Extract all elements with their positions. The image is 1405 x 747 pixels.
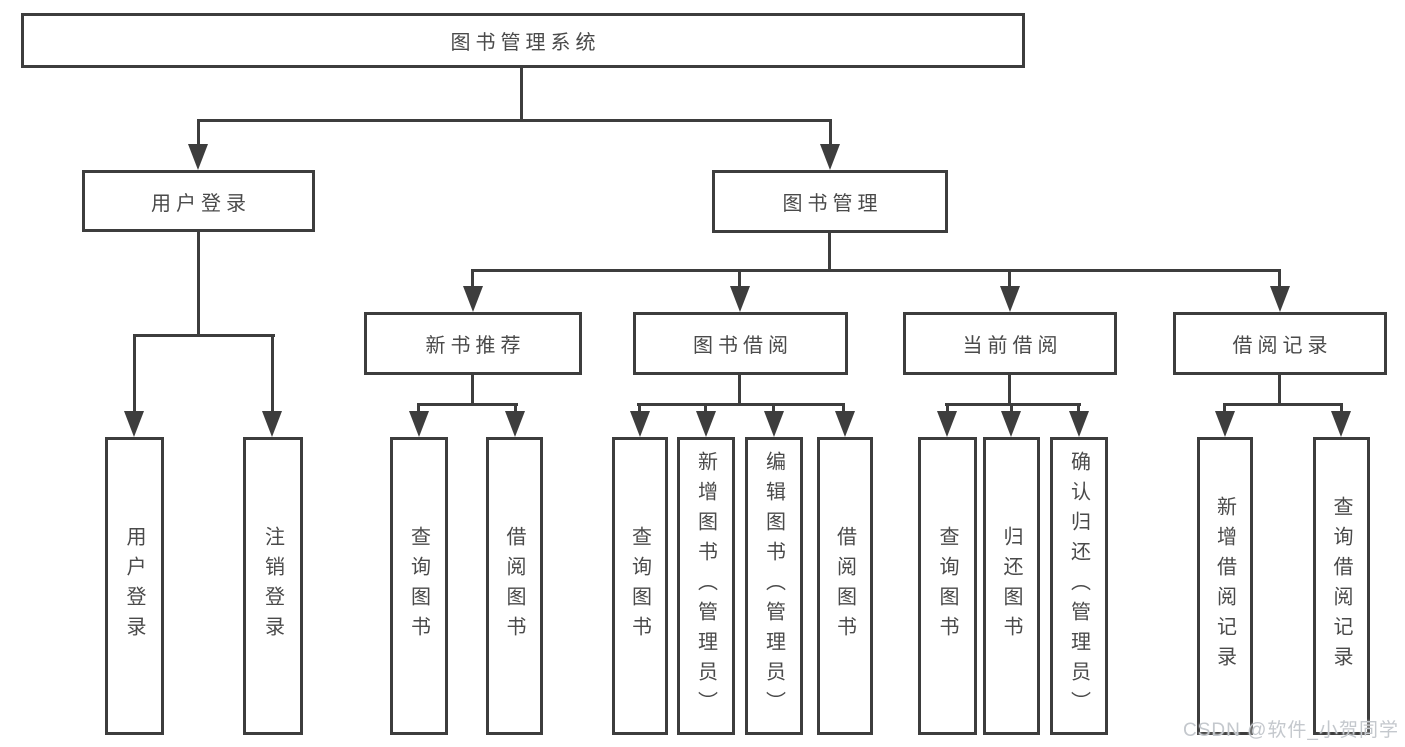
node-label: 新增借阅记录: [1213, 496, 1236, 676]
csdn-watermark: CSDN @软件_小贺同学: [1183, 720, 1399, 741]
leaf-query-borrow-record: 查询借阅记录: [1313, 437, 1370, 735]
connector-line: [514, 403, 517, 415]
arrowhead-icon: [262, 411, 282, 437]
connector-line: [1340, 403, 1343, 415]
connector-line: [471, 375, 474, 405]
leaf-query-books-borrowing: 查询图书: [612, 437, 668, 735]
leaf-logout: 注销登录: [243, 437, 303, 735]
node-label: 用户登录: [151, 192, 251, 215]
leaf-confirm-return-admin: 确认归还（管理员）: [1050, 437, 1108, 735]
arrowhead-icon: [1331, 411, 1351, 437]
node-book-management: 图书管理: [712, 170, 948, 233]
connector-line: [1010, 403, 1013, 415]
node-label: 图书借阅: [693, 335, 793, 357]
connector-line: [471, 269, 1281, 272]
node-label: 借阅图书: [503, 526, 525, 646]
connector-line: [197, 232, 200, 335]
leaf-borrow-books-borrowing: 借阅图书: [817, 437, 873, 735]
connector-line: [417, 403, 518, 406]
arrowhead-icon: [937, 411, 957, 437]
connector-line: [772, 403, 775, 415]
arrowhead-icon: [1001, 411, 1021, 437]
leaf-edit-book-admin: 编辑图书（管理员）: [745, 437, 803, 735]
connector-line: [829, 119, 832, 147]
node-new-book-recommendation: 新书推荐: [364, 312, 582, 375]
leaf-add-book-admin: 新增图书（管理员）: [677, 437, 735, 735]
leaf-borrow-books-recommend: 借阅图书: [486, 437, 543, 735]
node-user-login: 用户登录: [82, 170, 315, 232]
connector-line: [197, 119, 200, 147]
connector-line: [1008, 375, 1011, 405]
connector-line: [1008, 269, 1011, 289]
arrowhead-icon: [696, 411, 716, 437]
connector-line: [1077, 403, 1080, 415]
leaf-user-login: 用户登录: [105, 437, 164, 735]
connector-line: [133, 334, 136, 414]
arrowhead-icon: [409, 411, 429, 437]
arrowhead-icon: [1215, 411, 1235, 437]
node-library-system: 图书管理系统: [21, 13, 1025, 68]
connector-line: [133, 334, 275, 337]
leaf-query-books-current: 查询图书: [918, 437, 977, 735]
node-borrowing-records: 借阅记录: [1173, 312, 1387, 375]
arrowhead-icon: [1069, 411, 1089, 437]
node-current-borrowing: 当前借阅: [903, 312, 1117, 375]
node-label: 编辑图书（管理员）: [762, 451, 785, 721]
node-label: 当前借阅: [962, 335, 1063, 357]
connector-line: [842, 403, 845, 415]
connector-line: [738, 375, 741, 405]
leaf-return-books: 归还图书: [983, 437, 1040, 735]
arrowhead-icon: [463, 286, 483, 312]
connector-line: [417, 403, 420, 415]
node-label: 注销登录: [261, 526, 284, 646]
arrowhead-icon: [730, 286, 750, 312]
arrowhead-icon: [124, 411, 144, 437]
arrowhead-icon: [835, 411, 855, 437]
node-label: 查询图书: [628, 526, 651, 646]
node-label: 查询图书: [407, 526, 430, 646]
connector-line: [638, 403, 641, 415]
connector-line: [704, 403, 707, 415]
connector-line: [738, 269, 741, 289]
arrowhead-icon: [630, 411, 650, 437]
arrowhead-icon: [505, 411, 525, 437]
connector-line: [637, 403, 845, 406]
node-label: 图书管理系统: [450, 32, 601, 54]
node-label: 新增图书（管理员）: [694, 451, 717, 721]
node-label: 查询图书: [936, 526, 958, 646]
arrowhead-icon: [1000, 286, 1020, 312]
connector-line: [946, 403, 949, 415]
connector-line: [828, 233, 831, 271]
node-label: 查询借阅记录: [1330, 496, 1352, 676]
node-label: 借阅记录: [1232, 335, 1333, 357]
node-label: 新书推荐: [425, 335, 526, 357]
connector-line: [197, 119, 831, 122]
node-label: 借阅图书: [833, 526, 856, 646]
node-book-borrowing: 图书借阅: [633, 312, 848, 375]
arrowhead-icon: [1270, 286, 1290, 312]
arrowhead-icon: [820, 144, 840, 170]
connector-line: [271, 334, 274, 414]
leaf-add-borrow-record: 新增借阅记录: [1197, 437, 1253, 735]
connector-line: [520, 68, 523, 120]
node-label: 用户登录: [123, 526, 145, 646]
node-label: 图书管理: [782, 193, 883, 215]
node-label: 确认归还（管理员）: [1067, 451, 1090, 721]
connector-line: [1223, 403, 1226, 415]
connector-line: [471, 269, 474, 289]
connector-line: [1278, 269, 1281, 289]
connector-line: [1223, 403, 1343, 406]
connector-line: [1278, 375, 1281, 405]
leaf-query-books-recommend: 查询图书: [390, 437, 448, 735]
arrowhead-icon: [188, 144, 208, 170]
node-label: 归还图书: [1000, 526, 1022, 646]
connector-line: [945, 403, 1081, 406]
arrowhead-icon: [764, 411, 784, 437]
